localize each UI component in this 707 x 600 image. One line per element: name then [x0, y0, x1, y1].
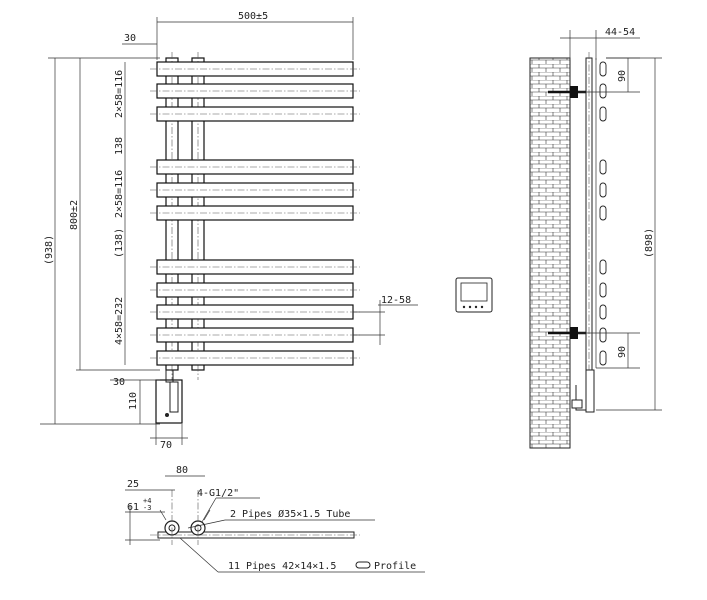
side-view: 44-54 90 90 (898) — [529, 27, 662, 449]
dim-depth: 44-54 — [605, 27, 635, 38]
label-profile: 11 Pipes 42×14×1.5 — [228, 561, 336, 572]
dim-bottom-offset: 30 — [113, 377, 125, 388]
dim-top-offset: 30 — [124, 33, 136, 44]
rail-group-3 — [156, 259, 354, 366]
dim-box-width: 70 — [160, 440, 172, 451]
side-rail-profiles — [599, 61, 607, 366]
dim-side-height: (898) — [644, 228, 655, 258]
dim-plan-61-minus: -3 — [143, 504, 151, 512]
brick-wall — [529, 57, 571, 449]
dim-group1-spacing: 2×58=116 — [114, 70, 125, 118]
dim-overall-height: (938) — [44, 235, 55, 265]
dim-group2-spacing: 2×58=116 — [114, 170, 125, 218]
dim-box-height: 110 — [128, 392, 139, 410]
dim-plan-61-plus: +4 — [143, 497, 151, 505]
dim-group2-gap: (138) — [114, 228, 125, 258]
dim-plan-80: 80 — [176, 465, 188, 476]
dim-wall-top: 90 — [617, 70, 628, 82]
dim-pitch: 12-58 — [381, 295, 411, 306]
front-view: 500±5 30 (938) 800±2 2×58=116 138 2×58=1… — [40, 11, 418, 451]
dim-plan-61: 61 — [127, 502, 139, 513]
dim-group3-spacing: 4×58=232 — [114, 297, 125, 345]
profile-symbol-icon — [355, 561, 371, 569]
label-pipes: 2 Pipes Ø35×1.5 Tube — [230, 508, 350, 520]
dim-group1-gap: 138 — [114, 137, 125, 155]
dim-width: 500±5 — [238, 11, 268, 22]
dim-pipe-height: 800±2 — [69, 200, 80, 230]
dim-plan-25: 25 — [127, 479, 139, 490]
label-profile-word: Profile — [374, 561, 416, 572]
dim-wall-bottom: 90 — [617, 346, 628, 358]
button-dot-icon — [165, 413, 169, 417]
plan-view: 80 25 61 +4 -3 4-G1/2" 2 Pipes Ø35×1.5 T… — [125, 465, 425, 573]
label-thread: 4-G1/2" — [197, 488, 239, 499]
thermostat-icon — [455, 277, 493, 313]
rail-group-1 — [156, 61, 354, 122]
